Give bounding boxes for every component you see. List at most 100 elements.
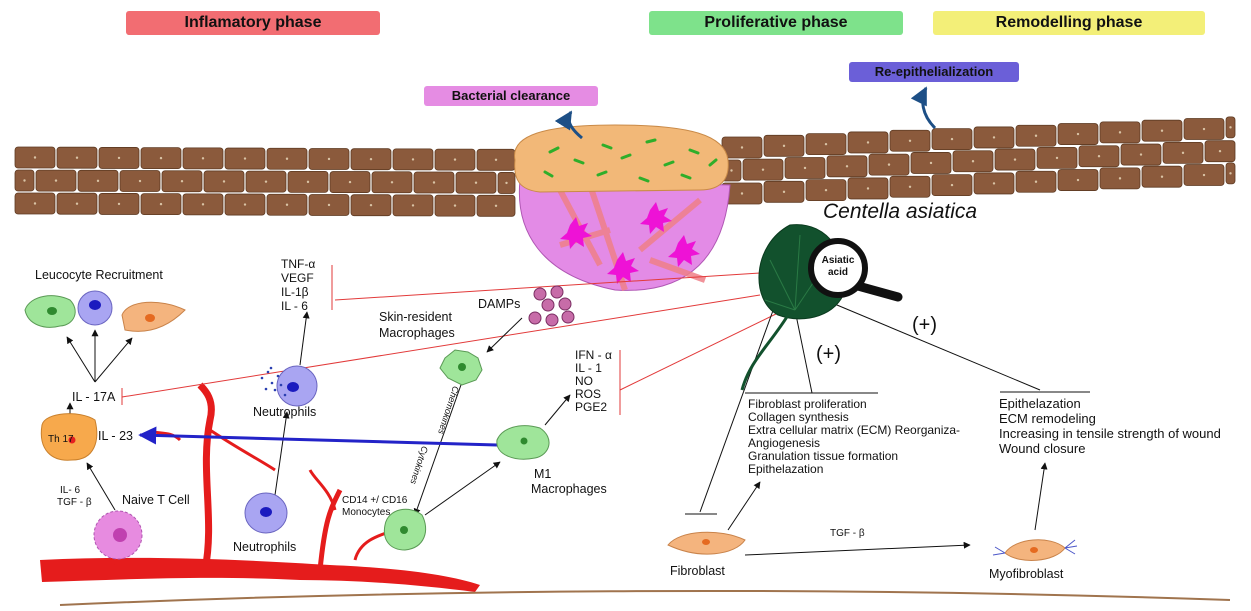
skin-cell-nucleus [992,182,996,185]
arrow-il17a-cell1 [66,336,96,383]
plant-name: Centella asiatica [823,200,978,223]
skin-cell-nucleus [1218,149,1222,153]
cytokine-item-3: IL - 6 [281,299,308,313]
skin-cell-nucleus [327,203,331,207]
arrow-m1-mediators [544,394,571,426]
skin-cell-nucleus [453,204,457,207]
il17a-label: IL - 17A [72,390,116,404]
fibroblast-label: Fibroblast [670,564,725,578]
skin-cell-nucleus [950,137,954,141]
skin-cell-nucleus [1076,132,1080,136]
neutrophils-upper-label: Neutrophils [253,405,317,419]
skin-cell-nucleus [845,165,849,168]
skin-cell-nucleus [1034,180,1038,183]
skin-cell-nucleus [264,180,268,183]
proliferation-effect-item-3: Angiogenesis [748,436,821,450]
remodelling-effect-item-0: Epithelazation [999,396,1081,411]
damps-cluster [528,285,575,327]
skin-left [14,146,516,217]
m1-line1: M1 [534,467,552,481]
skin-cell-nucleus [285,203,289,206]
remodelling-effect-item-1: ECM remodeling [999,411,1096,426]
asiatic-line: Asiatic [821,255,855,266]
neutrophil-upper-cell [260,365,318,407]
skin-cell-nucleus [1229,172,1232,175]
fibroblast-cell [667,531,746,555]
skin-cell-nucleus [1118,131,1122,134]
skin-cell-nucleus [243,203,247,206]
re-epithelialization-arrow [910,86,937,130]
il23-label: IL - 23 [98,429,133,443]
leucocyte-cell-2 [77,290,113,326]
skin-cell-nucleus [824,142,828,146]
skin-cell-nucleus [1034,134,1038,137]
m1-mediator-item-3: ROS [575,387,602,401]
skin-cell-nucleus [453,158,457,161]
leucocyte-cell-1 [24,295,76,328]
skin-cell-nucleus [505,181,508,185]
skin-cell-nucleus [1013,158,1017,161]
tgf-beta-label-right: TGF - β [830,528,865,539]
skin-cell-nucleus [971,160,975,163]
skin-resident-line1: Skin-resident [379,310,452,324]
skin-cell-nucleus [824,188,828,192]
remodelling-phase-banner: Remodelling phase [933,11,1205,35]
arrow-neutrophils [274,411,290,496]
skin-cell-nucleus [201,157,205,160]
cytokine-item-1: VEGF [281,271,314,285]
arrow-m1-il23 [138,426,498,447]
skin-cell-nucleus [33,156,37,159]
skin-cell-nucleus [159,202,163,206]
skin-cell-nucleus [1160,175,1164,178]
skin-cell-nucleus [494,204,498,208]
skin-cell-nucleus [180,180,184,183]
skin-cell-nucleus [390,181,394,184]
skin-cell-nucleus [327,157,331,161]
naive-t-cell [93,510,143,560]
skin-cell-nucleus [306,180,310,184]
asiatic-acid-label: Asiatic acid [818,255,858,279]
skin-cell-nucleus [1097,155,1101,158]
inflammatory-phase-banner: Inflamatory phase [126,11,380,35]
skin-cell-nucleus [1160,129,1164,132]
skin-cell-nucleus [33,202,37,205]
remodelling-effect-item-3: Wound closure [999,441,1086,456]
monocytes-label: CD14 +/ CD16 Monocytes [342,495,407,519]
activated-platelets [560,202,700,284]
skin-cell-nucleus [1118,177,1122,180]
skin-resident-macrophage-cell [439,349,483,386]
leaf-to-effects [794,309,813,394]
il6-label: IL- 6 [60,485,81,496]
skin-resident-macrophages-label: Skin-resident Macrophages [379,309,455,341]
m1-mediator-item-2: NO [575,374,593,388]
skin-resident-line2: Macrophages [379,326,455,340]
skin-cell-nucleus [908,139,912,142]
plus-sign-1: (+) [816,343,841,365]
arrow-naive-th17 [86,462,116,511]
arrow-fibro-myofibro [744,541,971,556]
skin-right [721,116,1236,205]
arrow-chemokines [413,381,463,516]
skin-cell-nucleus [1202,127,1206,131]
skin-cell-nucleus [243,157,247,160]
skin-cell-nucleus [929,161,933,165]
skin-cell-nucleus [1202,173,1206,177]
proliferation-effect-item-5: Epithelazation [748,462,824,476]
skin-cell-nucleus [866,187,870,190]
skin-cell-nucleus [782,144,786,148]
skin-cell-nucleus [740,192,744,195]
skin-cell-nucleus [1139,153,1143,156]
neutrophil-lower-cell [244,492,288,534]
skin-cell-nucleus [96,179,100,183]
bacterial-clearance-arrow [554,110,583,140]
skin-cell-nucleus [950,183,954,187]
proliferation-effect-item-4: Granulation tissue formation [748,449,899,463]
remodelling-effect-item-2: Increasing in tensile strength of wound [999,426,1221,441]
skin-cell-nucleus [1229,126,1232,129]
arrow-damps [486,317,523,353]
skin-cell-nucleus [494,158,498,162]
